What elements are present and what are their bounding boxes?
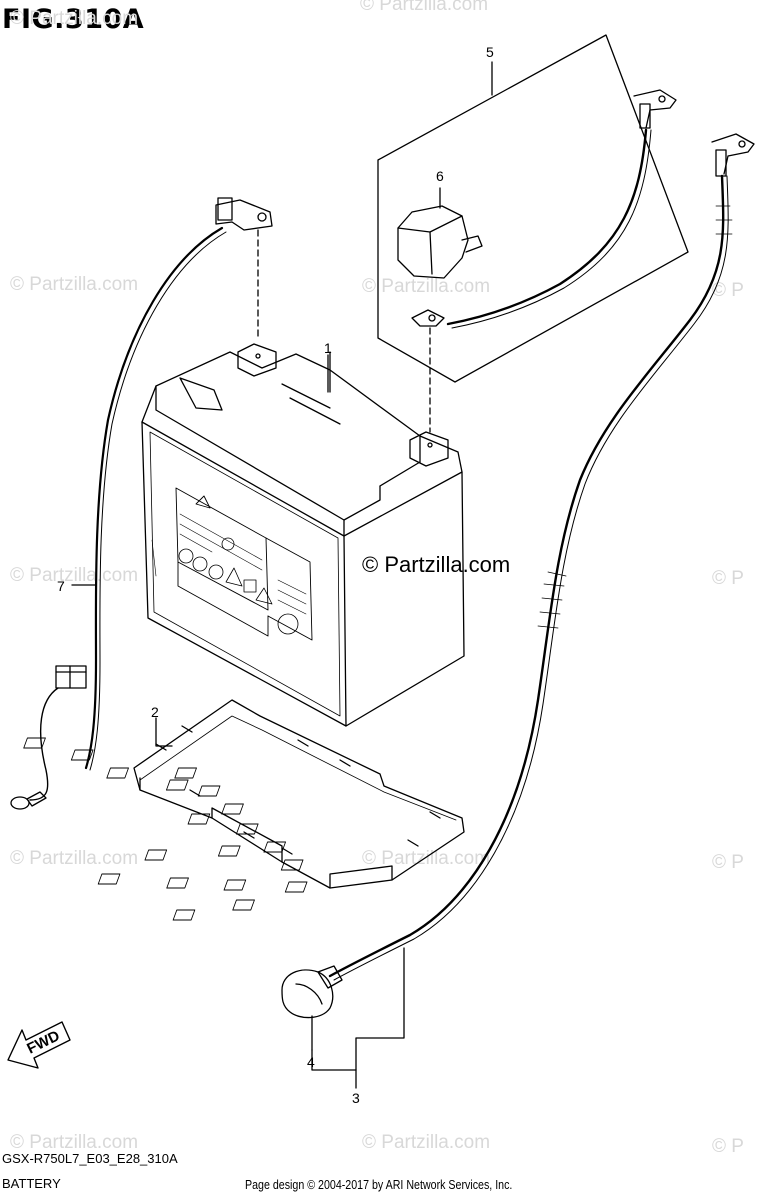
leader-3-bracket [311, 947, 405, 1071]
watermark: © Partzilla.com [10, 565, 139, 586]
watermark: © Partzilla.com [362, 1132, 491, 1153]
part-3-ground-cable [317, 133, 755, 989]
part-5-group-panel [377, 34, 689, 383]
callout-1: 1 [324, 340, 332, 356]
watermark: © Partzilla.com [362, 848, 491, 869]
fwd-arrow-icon: FWD [7, 1021, 71, 1069]
copyright-notice: Page design © 2004-2017 by ARI Network S… [245, 1177, 513, 1192]
callout-3: 3 [352, 1090, 360, 1106]
part-5-positive-cable [411, 89, 677, 329]
callout-2: 2 [151, 704, 159, 720]
callout-5: 5 [486, 44, 494, 60]
watermark: © Partzilla.com [360, 0, 489, 15]
figure-title: FIG.310A [2, 4, 145, 35]
callout-4: 4 [307, 1054, 315, 1070]
watermark-edge: © P [712, 1136, 744, 1157]
model-code: GSX-R750L7_E03_E28_310A [2, 1151, 178, 1166]
watermark-edge: © P [712, 280, 744, 301]
watermark: © Partzilla.com [10, 8, 139, 29]
leader-2 [155, 717, 173, 747]
callout-6: 6 [436, 168, 444, 184]
callout-7: 7 [57, 578, 65, 594]
part-7-wiring-harness [10, 197, 273, 810]
part-1-battery [141, 343, 465, 727]
watermark-edge: © P [712, 568, 744, 589]
watermark-edge: © P [712, 852, 744, 873]
watermark: © Partzilla.com [10, 1132, 139, 1153]
part-4-terminal-boot [281, 969, 334, 1019]
watermark: © Partzilla.com [10, 274, 139, 295]
part-6-terminal-cover [397, 187, 483, 279]
part-2-battery-tray [23, 699, 465, 921]
watermark-center: © Partzilla.com [362, 552, 511, 577]
watermark: © Partzilla.com [10, 848, 139, 869]
watermark: © Partzilla.com [362, 276, 491, 297]
section-name: BATTERY [2, 1176, 61, 1191]
